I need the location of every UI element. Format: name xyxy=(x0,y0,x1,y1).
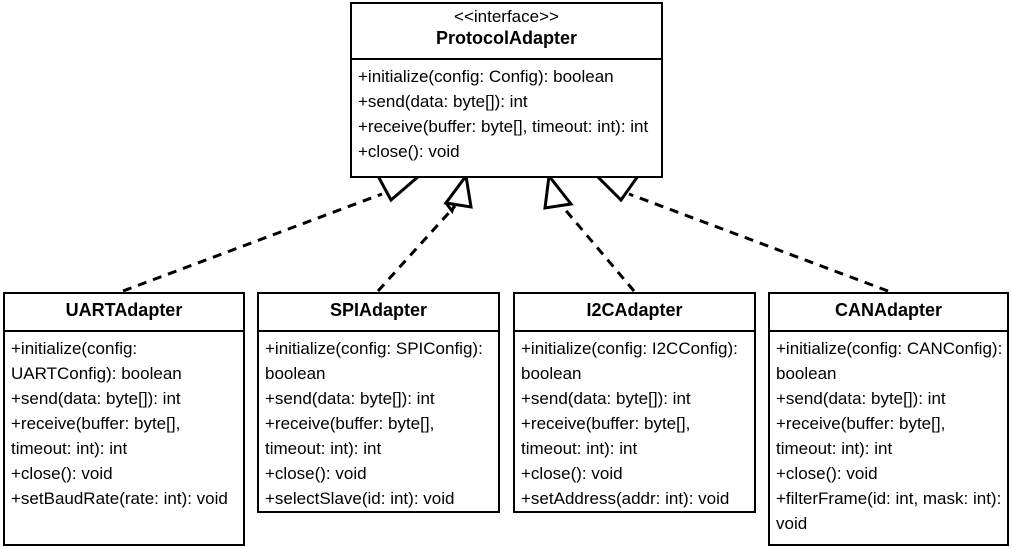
class-member: +initialize(config: I2CConfig): boolean xyxy=(521,339,738,383)
class-member: +selectSlave(id: int): void xyxy=(265,489,455,508)
class-header-i2cadapter: I2CAdapter xyxy=(515,294,754,332)
class-member: +filterFrame(id: int, mask: int): void xyxy=(776,489,1002,533)
class-name-label: CANAdapter xyxy=(834,300,942,320)
class-member: +receive(buffer: byte[], timeout: int): … xyxy=(265,414,435,458)
stereotype-label: <<interface>> xyxy=(454,7,559,26)
realization-arrowhead-spi-fill xyxy=(443,172,473,209)
class-member: +send(data: byte[]): int xyxy=(521,389,691,408)
class-member: +send(data: byte[]): int xyxy=(358,92,528,111)
realization-arrowhead-i2c xyxy=(543,172,574,210)
class-member: +close(): void xyxy=(776,464,878,483)
class-header-protocoladapter: <<interface>> ProtocolAdapter xyxy=(352,4,661,60)
class-header-canadapter: CANAdapter xyxy=(770,294,1007,332)
realization-line-uart xyxy=(122,192,383,293)
class-member: +receive(buffer: byte[], timeout: int): … xyxy=(11,414,181,458)
class-box-protocoladapter[interactable]: <<interface>> ProtocolAdapter +initializ… xyxy=(350,2,663,178)
class-box-canadapter[interactable]: CANAdapter +initialize(config: CANConfig… xyxy=(768,292,1009,546)
class-member: +close(): void xyxy=(11,464,113,483)
class-members-i2cadapter: +initialize(config: I2CConfig): boolean … xyxy=(515,332,754,515)
class-member: +close(): void xyxy=(521,464,623,483)
realization-arrowhead-can xyxy=(593,174,641,203)
class-box-spiadapter[interactable]: SPIAdapter +initialize(config: SPIConfig… xyxy=(257,292,500,513)
realization-arrowhead-uart xyxy=(375,174,424,203)
class-member: +initialize(config: UARTConfig): boolean xyxy=(11,339,182,383)
class-members-uartadapter: +initialize(config: UARTConfig): boolean… xyxy=(5,332,243,515)
class-name-label: I2CAdapter xyxy=(586,300,683,320)
class-member: +send(data: byte[]): int xyxy=(265,389,435,408)
class-member: +receive(buffer: byte[], timeout: int): … xyxy=(521,414,691,458)
class-member: +receive(buffer: byte[], timeout: int): … xyxy=(776,414,946,458)
realization-line-i2c xyxy=(560,205,636,292)
class-member: +close(): void xyxy=(265,464,367,483)
class-member: +send(data: byte[]): int xyxy=(776,389,946,408)
class-box-uartadapter[interactable]: UARTAdapter +initialize(config: UARTConf… xyxy=(3,292,245,546)
class-member: +initialize(config: CANConfig): boolean xyxy=(776,339,1003,383)
class-name-label: SPIAdapter xyxy=(329,300,428,320)
class-member: +initialize(config: SPIConfig): boolean xyxy=(265,339,483,383)
class-members-protocoladapter: +initialize(config: Config): boolean +se… xyxy=(352,60,661,168)
class-members-spiadapter: +initialize(config: SPIConfig): boolean … xyxy=(259,332,498,515)
realization-line-spi xyxy=(376,204,457,293)
class-member: +close(): void xyxy=(358,142,460,161)
class-name-label: ProtocolAdapter xyxy=(435,27,577,48)
class-member: +receive(buffer: byte[], timeout: int): … xyxy=(358,117,649,136)
class-member: +setBaudRate(rate: int): void xyxy=(11,489,228,508)
realization-line-can xyxy=(628,192,889,293)
realization-arrowhead-spi xyxy=(444,175,468,215)
class-box-i2cadapter[interactable]: I2CAdapter +initialize(config: I2CConfig… xyxy=(513,292,756,513)
class-member: +initialize(config: Config): boolean xyxy=(358,67,614,86)
class-header-uartadapter: UARTAdapter xyxy=(5,294,243,332)
class-members-canadapter: +initialize(config: CANConfig): boolean … xyxy=(770,332,1007,540)
class-member: +send(data: byte[]): int xyxy=(11,389,181,408)
class-header-spiadapter: SPIAdapter xyxy=(259,294,498,332)
class-name-label: UARTAdapter xyxy=(65,300,183,320)
class-member: +setAddress(addr: int): void xyxy=(521,489,730,508)
